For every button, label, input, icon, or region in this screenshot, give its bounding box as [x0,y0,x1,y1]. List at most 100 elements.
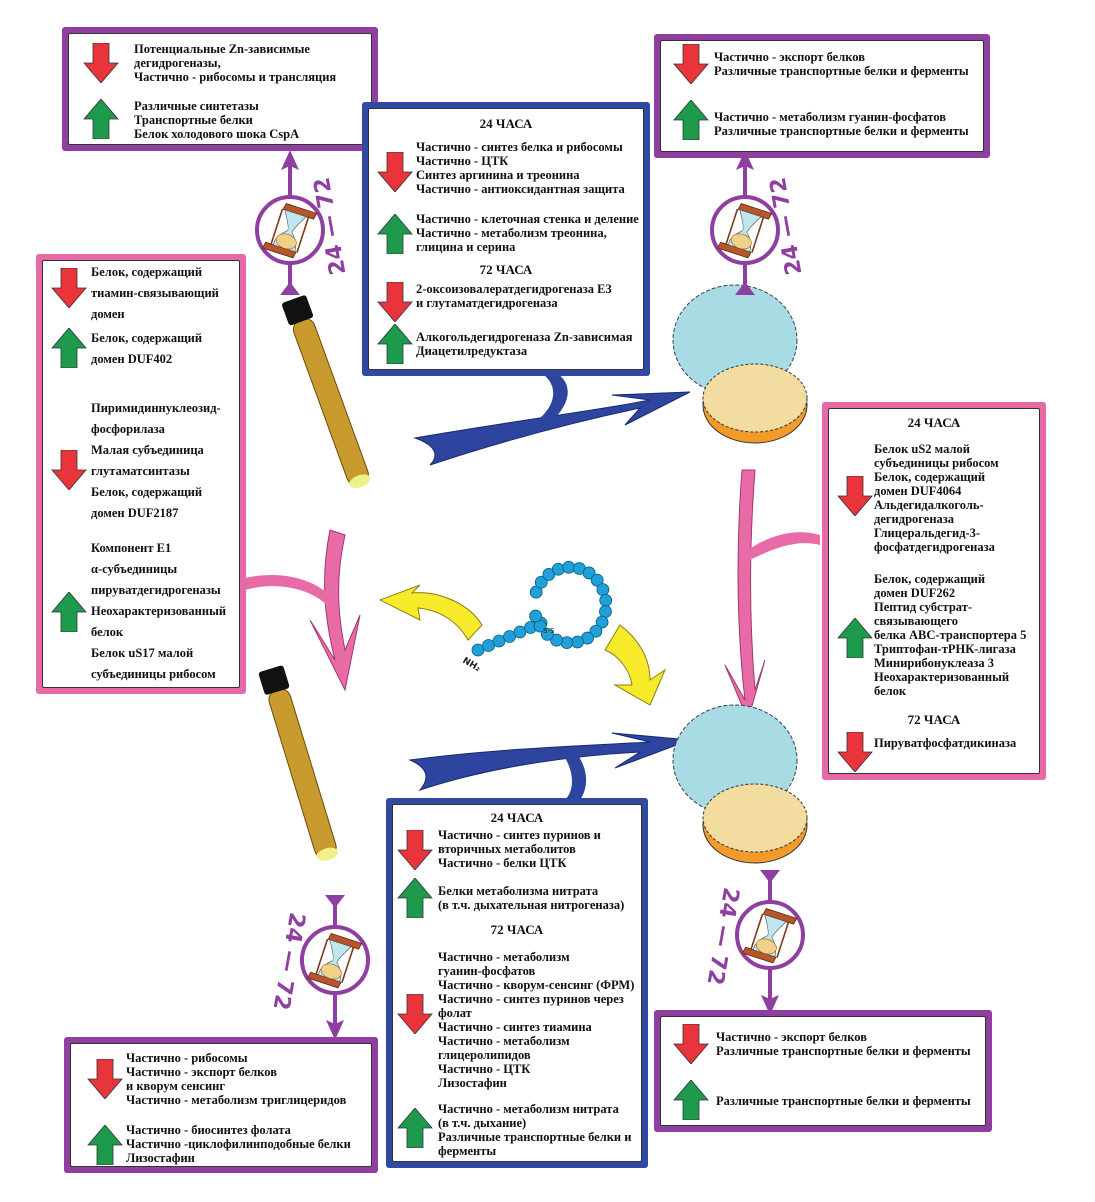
down-item: Различные транспортные белки и ферменты [714,64,969,78]
down-arrow-icon [673,44,709,84]
peptide-bead [534,575,548,589]
up-item: (в т.ч. дыхание) [438,1116,527,1130]
flow-arrow-bottom-stem [560,748,587,800]
up-item: Частично - клеточная стенка и деление [416,212,639,226]
down-item: Белок, содержащий [874,470,986,484]
peptide-bead [589,624,603,638]
box-top-left: Потенциальные Zn-зависимые дегидрогеназы… [62,27,378,151]
peptide-bead [551,562,565,576]
down-item: 2-оксоизовалератдегидрогеназа E3 [416,282,612,296]
up-item: Алкогольдегидрогеназа Zn-зависимая [416,330,633,344]
up-item: связывающего [874,614,958,628]
box-bottom-center: 24 ЧАСА Частично - синтез пуринов и втор… [386,798,648,1168]
peptide-bead [590,573,604,587]
box-right: 24 ЧАСА Белок uS2 малой субъединицы рибо… [822,402,1046,780]
down-item: Частично - ЦТК [438,1062,531,1076]
peptide-bead [599,605,612,618]
up-arrow-icon [377,214,413,254]
flow-arrow-bottom [408,732,691,792]
up-item: Лизостафин [126,1151,195,1165]
down-item: гуанин-фосфатов [438,964,536,978]
down-item: Лизостафин [438,1076,507,1090]
up-item: домен DUF262 [874,586,956,600]
peptide-bead [550,633,563,647]
peptide-bead [582,566,596,580]
up-item: Частично - метаболизм гуанин-фосфатов [714,110,947,124]
yellow-arrow-right [604,624,667,706]
peptide-bead [540,627,554,641]
down-item: и кворум сенсинг [126,1079,226,1093]
up-item: Белок холодового шока CspA [134,127,300,141]
peptide-bridge-label: S-S [543,627,555,635]
up-arrow-icon [51,592,87,632]
up-item: белок [874,684,907,698]
up-item: Частично - метаболизм треонина, [416,226,607,240]
header-72h: 72 ЧАСА [479,262,533,277]
down-item: фосфатдегидрогеназа [874,540,995,554]
up-item: Неохарактеризованный [874,670,1010,684]
up-arrow-icon [837,618,873,658]
up-item: Частично -циклофилинподобные белки [126,1137,351,1151]
down-arrow-icon [51,450,87,490]
down-item: домен DUF2187 [91,506,179,520]
down-item: Белок, содержащий [91,265,203,279]
header-72h: 72 ЧАСА [490,922,544,937]
header-24h: 24 ЧАСА [479,116,533,131]
up-item: субъединицы рибосом [91,667,216,681]
up-item: Белки метаболизма нитрата [438,884,599,898]
timer-top-left [255,150,325,295]
peptide-bead [596,583,610,597]
down-item: Белок uS2 малой [874,442,970,456]
down-arrow-icon [87,1059,123,1099]
down-item: Частично - экспорт белков [126,1065,277,1079]
up-item: Частично - метаболизм нитрата [438,1102,619,1116]
test-tube-top [282,295,371,489]
peptide-bead [595,615,609,629]
down-arrow-icon [397,994,433,1034]
up-item: белка ABC-транспортера 5 [874,628,1027,642]
up-arrow-icon [673,1080,709,1120]
peptide-bead [529,609,542,623]
down-arrow-icon [837,732,873,772]
up-item: Частично - биосинтез фолата [126,1123,291,1137]
box-bottom-left: Частично - рибосомы Частично - экспорт б… [64,1037,378,1173]
header-24h: 24 ЧАСА [907,415,961,430]
box-top-right: Частично - экспорт белков Различные тран… [654,34,990,158]
down-arrow-icon [51,268,87,308]
down-item: Частично - синтез тиамина [438,1020,592,1034]
up-item: α-субъединицы [91,562,178,576]
down-item: субъединицы рибосом [874,456,999,470]
down-item: Частично - экспорт белков [716,1030,867,1044]
pink-arrow-left-stem [245,574,335,615]
down-item: Белок, содержащий [91,485,203,499]
peptide-icon [471,560,613,657]
timer-top-right [710,150,780,295]
down-item: домен [91,307,125,321]
down-arrow-icon [673,1024,709,1064]
down-item: Глицеральдегид-3- [874,526,981,540]
peptide-bead [562,560,576,574]
down-item: Различные транспортные белки и ферменты [716,1044,971,1058]
up-item: Неохарактеризованный [91,604,227,618]
up-item: Белок, содержащий [874,572,986,586]
down-item: вторичных метаболитов [438,842,576,856]
up-item: пируватдегидрогеназы [91,583,221,597]
down-arrow-icon [837,476,873,516]
timer-bottom-right [735,870,805,1015]
up-item: Различные транспортные белки и ферменты [716,1094,971,1108]
up-item: глицина и серина [416,240,516,254]
up-arrow-icon [397,878,433,918]
down-item: Частично - синтез пуринов и [438,828,601,842]
down-item: Частично - метаболизм [438,950,570,964]
down-item: Частично - антиоксидантная защита [416,182,625,196]
box-left: Белок, содержащий тиамин-связывающий дом… [36,254,246,694]
down-item: Частично - рибосомы и трансляция [134,70,337,84]
down-item: Пиримидиннуклеозид- [91,401,221,415]
up-arrow-icon [87,1125,123,1165]
up-item: ферменты [438,1144,497,1158]
peptide-bead [599,593,613,607]
down-item: Частично - экспорт белков [714,50,865,64]
down-item: глицеролипидов [438,1048,531,1062]
up-item: Различные синтетазы [134,99,259,113]
